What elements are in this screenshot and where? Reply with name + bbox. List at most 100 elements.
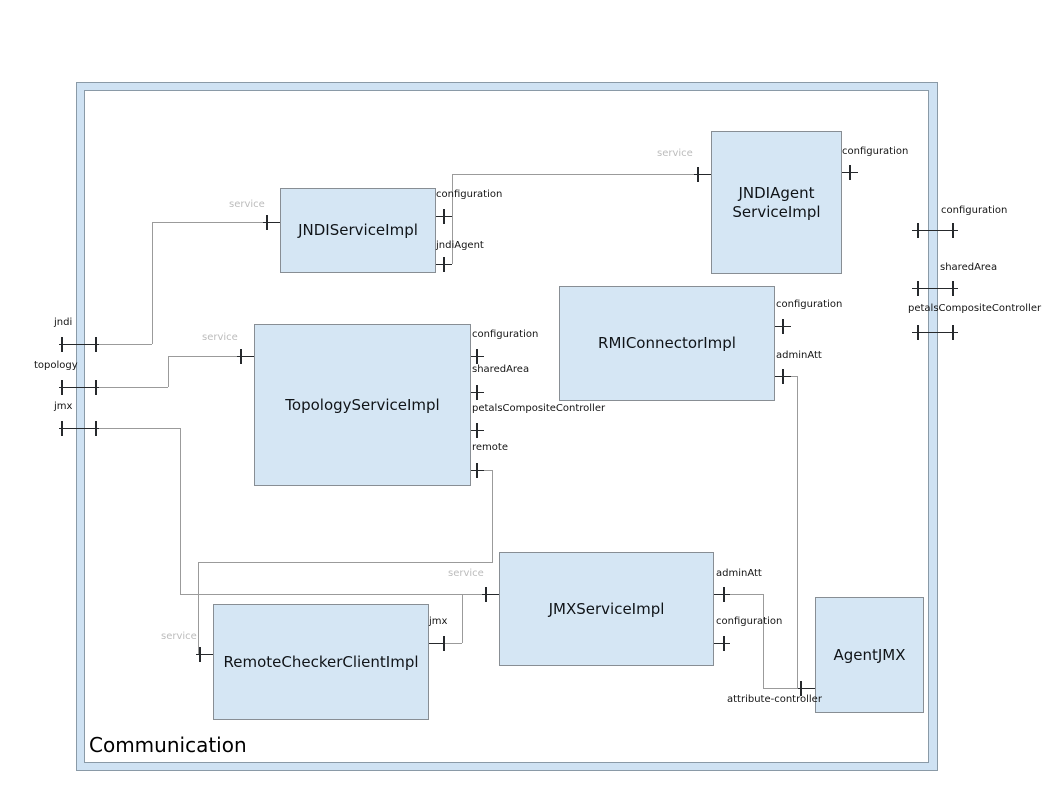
port-agentjmx-attribute-controller	[800, 681, 802, 696]
component-agentjmx[interactable]: AgentJMX	[815, 597, 924, 713]
wire-jmx-adminatt-binding	[730, 594, 763, 595]
port-topologyserviceimpl-service	[237, 356, 254, 357]
wire-attribute-controller	[763, 688, 815, 689]
external-port-topology	[95, 380, 97, 395]
wire-jndiagent-binding	[452, 174, 453, 264]
external-port-jmx	[61, 421, 63, 436]
port-label-remotecheckerclientimpl-jmx: jmx	[429, 616, 448, 627]
port-jndiserviceimpl-service	[263, 222, 280, 223]
wire-remote-binding	[484, 470, 492, 471]
component-label: TopologyServiceImpl	[285, 395, 440, 414]
port-remotecheckerclientimpl-jmx	[427, 643, 445, 644]
port-jndiagentserviceimpl-service	[694, 174, 711, 175]
port-label-jmxserviceimpl-configuration: configuration	[716, 616, 783, 627]
port-agentjmx-attribute-controller	[798, 688, 815, 689]
port-jmxserviceimpl-configuration	[712, 643, 730, 644]
wire-rmi-adminatt-binding	[797, 376, 798, 688]
port-label-jndiserviceimpl-jndiagent: jndiAgent	[436, 240, 484, 251]
component-jmxserviceimpl[interactable]: JMXServiceImpl	[499, 552, 714, 666]
external-port-jmx	[59, 428, 99, 429]
wire-jmx	[180, 594, 483, 595]
wire-topology	[168, 356, 238, 357]
wire-remote-binding	[492, 470, 493, 562]
port-label-agentjmx-attribute-controller: attribute-controller	[727, 694, 822, 705]
wire-rcc-jmx-binding	[462, 594, 463, 643]
external-port-sharedarea	[917, 281, 919, 296]
wire-topology	[99, 387, 168, 388]
external-port-petalscompositecontroller	[917, 325, 919, 340]
external-port-sharedarea	[912, 288, 958, 289]
external-port-petalscompositecontroller	[912, 332, 958, 333]
port-label-jndiserviceimpl-configuration: configuration	[436, 189, 503, 200]
port-jmxserviceimpl-adminatt	[723, 587, 725, 602]
component-label: RemoteCheckerClientImpl	[223, 652, 419, 671]
external-port-topology	[59, 387, 99, 388]
port-remotecheckerclientimpl-service	[196, 654, 213, 655]
port-label-topologyserviceimpl-petalscompositecontroller: petalsCompositeController	[472, 403, 606, 414]
composite-title: Communication	[89, 733, 247, 757]
component-jndiserviceimpl[interactable]: JNDIServiceImpl	[280, 188, 436, 273]
component-remotecheckerclientimpl[interactable]: RemoteCheckerClientImpl	[213, 604, 429, 720]
external-port-label-sharedarea: sharedArea	[940, 262, 998, 273]
wire-jmx-adminatt-binding	[763, 594, 764, 688]
external-port-label-jndi: jndi	[54, 317, 73, 328]
port-jndiagentserviceimpl-configuration	[849, 165, 851, 180]
external-port-jmx	[95, 421, 97, 436]
wire-rmi-adminatt-binding	[791, 376, 797, 377]
port-label-rmiconnectorimpl-configuration: configuration	[776, 299, 843, 310]
wire-remote-binding	[198, 562, 199, 654]
port-topologyserviceimpl-configuration	[476, 349, 478, 364]
port-label-jndiserviceimpl-service: service	[229, 199, 265, 210]
port-topologyserviceimpl-remote	[476, 463, 478, 478]
port-jndiserviceimpl-configuration	[443, 209, 445, 224]
port-rmiconnectorimpl-configuration	[782, 319, 784, 334]
wire-remote-binding	[198, 562, 493, 563]
port-label-topologyserviceimpl-remote: remote	[472, 442, 508, 453]
external-port-configuration	[917, 223, 919, 238]
external-port-jndi	[95, 337, 97, 352]
external-port-label-topology: topology	[34, 360, 78, 371]
wire-jmx	[99, 428, 180, 429]
external-port-label-petalscompositecontroller: petalsCompositeController	[908, 303, 1042, 314]
external-port-label-configuration: configuration	[941, 205, 1008, 216]
wire-jndi	[152, 222, 153, 344]
component-label: JNDIServiceImpl	[298, 221, 418, 240]
port-label-topologyserviceimpl-sharedarea: sharedArea	[472, 364, 530, 375]
port-jmxserviceimpl-configuration	[723, 636, 725, 651]
component-label: AgentJMX	[833, 645, 906, 664]
external-port-jndi	[59, 344, 99, 345]
component-topologyserviceimpl[interactable]: TopologyServiceImpl	[254, 324, 471, 486]
component-rmiconnectorimpl[interactable]: RMIConnectorImpl	[559, 286, 775, 401]
external-port-label-jmx: jmx	[54, 401, 73, 412]
wire-topology	[168, 356, 169, 387]
port-topologyserviceimpl-service	[240, 349, 242, 364]
external-port-configuration	[912, 230, 958, 231]
port-jmxserviceimpl-adminatt	[712, 594, 730, 595]
port-topologyserviceimpl-sharedarea	[476, 385, 478, 400]
wire-jndiagent-binding	[452, 174, 694, 175]
component-jndiagentserviceimpl[interactable]: JNDIAgent ServiceImpl	[711, 131, 842, 274]
port-jndiagentserviceimpl-service	[697, 167, 699, 182]
component-label: RMIConnectorImpl	[598, 334, 736, 353]
port-label-remotecheckerclientimpl-service: service	[161, 631, 197, 642]
wire-rcc-jmx-binding	[444, 643, 462, 644]
port-remotecheckerclientimpl-service	[199, 647, 201, 662]
port-label-jndiagentserviceimpl-service: service	[657, 148, 693, 159]
external-port-configuration	[952, 223, 954, 238]
wire-jndi	[99, 344, 152, 345]
external-port-jndi	[61, 337, 63, 352]
port-label-topologyserviceimpl-service: service	[202, 332, 238, 343]
port-label-rmiconnectorimpl-adminatt: adminAtt	[776, 350, 822, 361]
port-jndiserviceimpl-jndiagent	[443, 257, 445, 272]
port-label-jmxserviceimpl-service: service	[448, 568, 484, 579]
port-jmxserviceimpl-service	[485, 587, 487, 602]
external-port-sharedarea	[952, 281, 954, 296]
port-label-jndiagentserviceimpl-configuration: configuration	[842, 146, 909, 157]
port-label-topologyserviceimpl-configuration: configuration	[472, 329, 539, 340]
component-label: JNDIAgent ServiceImpl	[732, 183, 821, 221]
external-port-topology	[61, 380, 63, 395]
port-remotecheckerclientimpl-jmx	[443, 636, 445, 651]
wire-jmx	[180, 428, 181, 594]
external-port-petalscompositecontroller	[952, 325, 954, 340]
